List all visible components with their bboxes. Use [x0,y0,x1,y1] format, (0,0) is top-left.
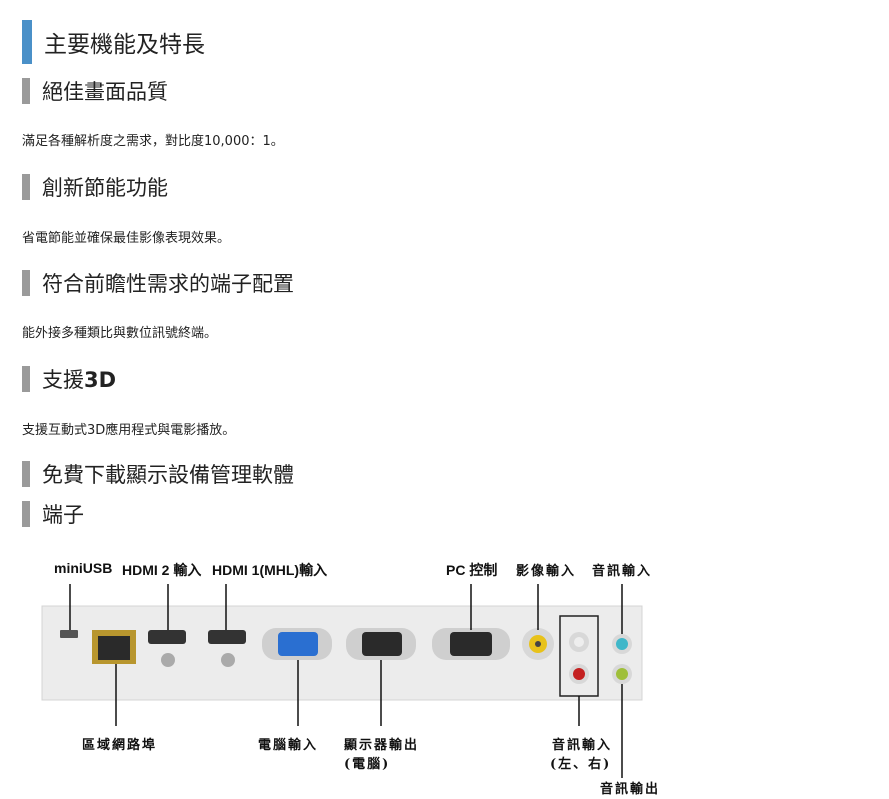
computer-in-port [262,628,332,660]
audio-out-port [612,664,632,684]
heading-bar [22,366,30,392]
label-monitor-out-sub: (電腦) [344,757,391,772]
label-audio-in-lr-sub: (左、右) [550,757,612,772]
main-title-text: 主要機能及特長 [44,32,205,58]
label-audio-in-lr: 音訊輸入 [552,738,613,753]
desc-quality: 滿足各種解析度之需求，對比度10,000：1。 [22,134,284,149]
section-heading-3d: 支援3D [22,366,522,392]
heading-bar [22,78,30,104]
audio-in-right-port [569,664,589,684]
label-audio-out: 音訊輸出 [600,782,661,797]
heading-text: 創新節能功能 [42,176,168,200]
desc-ports-config: 能外接多種類比與數位訊號終端。 [22,326,218,341]
heading-text: 免費下載顯示設備管理軟體 [42,463,294,487]
main-title: 主要機能及特長 [22,20,422,64]
hdmi2-port [148,630,186,667]
label-pc-control: PC 控制 [446,562,498,578]
label-audio-in-top: 音訊輸入 [592,564,653,579]
section-heading-software: 免費下載顯示設備管理軟體 [22,461,522,487]
pc-control-port [432,628,510,660]
heading-bar [22,461,30,487]
label-hdmi1: HDMI 1(MHL)輸入 [212,562,328,578]
lan-port [92,630,136,664]
label-miniusb: miniUSB [54,560,113,576]
section-heading-terminals: 端子 [22,501,522,527]
desc-eco: 省電節能並確保最佳影像表現效果。 [22,231,231,246]
miniusb-port [60,630,78,638]
connector-diagram: miniUSB HDMI 2 輸入 HDMI 1(MHL)輸入 PC 控制 影像… [0,540,889,799]
leader-lines [69,584,623,778]
section-heading-eco: 創新節能功能 [22,174,522,200]
heading-text: 絕佳畫面品質 [42,80,168,104]
label-hdmi2: HDMI 2 輸入 [122,562,202,578]
heading-text-main: 支援 [42,368,84,392]
heading-text: 端子 [42,503,84,527]
audio-in-port [612,634,632,654]
desc-3d: 支援互動式3D應用程式與電影播放。 [22,423,236,438]
title-accent-bar [22,20,32,64]
hdmi1-port [208,630,246,667]
label-monitor-out: 顯示器輸出 [344,738,420,753]
heading-text-bold: 3D [84,368,117,392]
label-lan: 區域網路埠 [82,738,158,753]
label-computer-in: 電腦輸入 [258,738,319,753]
section-heading-ports-config: 符合前瞻性需求的端子配置 [22,270,522,296]
monitor-out-port [346,628,416,660]
section-heading-quality: 絕佳畫面品質 [22,78,522,104]
audio-in-left-port [569,632,589,652]
heading-bar [22,174,30,200]
heading-bar [22,501,30,527]
heading-bar [22,270,30,296]
video-in-port [522,628,554,660]
connector-panel-svg [41,584,643,778]
heading-text: 符合前瞻性需求的端子配置 [42,272,294,296]
label-video-in: 影像輸入 [516,564,577,579]
heading-text: 支援3D [42,364,116,394]
